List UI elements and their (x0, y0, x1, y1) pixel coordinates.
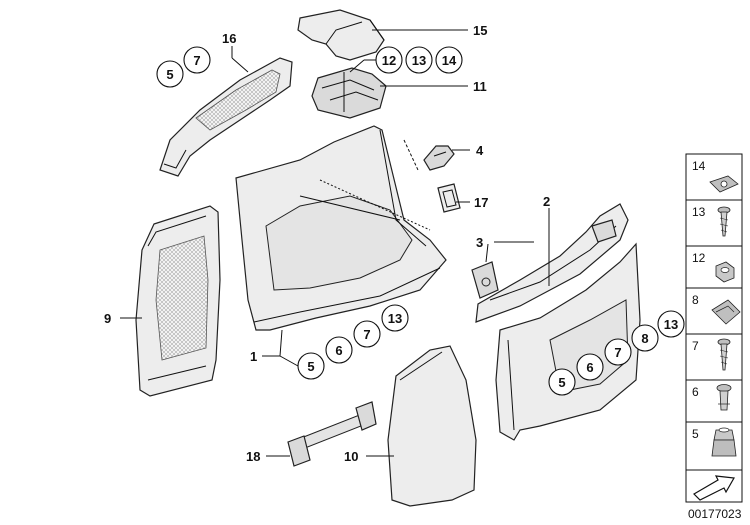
part-2-trim-strip (475, 203, 629, 323)
legend-label: 13 (692, 205, 706, 219)
hex-nut-icon (715, 261, 735, 283)
clip-nut-icon (709, 175, 739, 193)
legend-label: 6 (692, 385, 699, 399)
callout-circle (548, 368, 576, 396)
part-18-strap (287, 401, 377, 467)
callout-15: 15 (473, 23, 487, 38)
part-2-lower-panel (495, 242, 641, 441)
callout-circle (405, 46, 433, 74)
callout-11: 11 (473, 79, 487, 94)
callout-circle (576, 353, 604, 381)
part-3-clip (471, 261, 499, 299)
part-9-frame (135, 205, 221, 397)
part-15-cover (297, 9, 385, 61)
part-11-bracket (311, 67, 387, 119)
callout-18: 18 (246, 449, 260, 464)
part-1-side-panel (235, 125, 447, 331)
callout-circle (381, 304, 409, 332)
callout-circle (325, 336, 353, 364)
callout-16: 16 (222, 31, 236, 46)
spring-nut-icon (711, 299, 741, 325)
fastener-legend: 14 13 12 8 7 (685, 153, 743, 521)
circle-group-part2: 5 6 7 8 13 (548, 310, 685, 396)
callout-circle-label: 7 (614, 345, 621, 360)
legend-label: 12 (692, 251, 706, 265)
legend-label: 5 (692, 427, 699, 441)
part-16-upper-trim (159, 57, 293, 177)
callout-circle-label: 7 (193, 53, 200, 68)
callout-4: 4 (476, 143, 484, 158)
callout-circle-label: 5 (307, 359, 314, 374)
legend-label: 7 (692, 339, 699, 353)
callout-3: 3 (476, 235, 483, 250)
legend-box (685, 333, 743, 381)
callout-9: 9 (104, 311, 111, 326)
legend-label: 14 (692, 159, 706, 173)
callout-17: 17 (474, 195, 488, 210)
legend-label: 8 (692, 293, 699, 307)
callout-circle (183, 46, 211, 74)
callout-circle-label: 14 (442, 53, 457, 68)
legend-box (685, 379, 743, 423)
self-tapping-screw-icon (717, 206, 731, 237)
callout-circle (435, 46, 463, 74)
callout-circle (657, 310, 685, 338)
callout-10: 10 (344, 449, 358, 464)
callout-circle-label: 7 (363, 327, 370, 342)
screw-icon (717, 338, 731, 371)
callout-circle (375, 46, 403, 74)
circle-group-part1: 5 6 7 13 (297, 304, 409, 380)
legend-box (685, 199, 743, 247)
callout-circle-label: 13 (388, 311, 402, 326)
expanding-rivet-icon (716, 384, 732, 411)
callout-circle (353, 320, 381, 348)
callout-circle-label: 8 (641, 331, 648, 346)
callout-circle-label: 5 (558, 375, 565, 390)
rivet-nut-icon (711, 427, 737, 457)
callout-circle (156, 60, 184, 88)
callout-circle-label: 13 (664, 317, 678, 332)
callout-circle-label: 12 (382, 53, 396, 68)
callout-circle-label: 6 (335, 343, 342, 358)
arrow-icon (693, 475, 735, 501)
callout-circle (604, 338, 632, 366)
callout-circle-label: 6 (586, 360, 593, 375)
circle-group-part16: 5 7 (156, 46, 211, 88)
callout-circle-label: 13 (412, 53, 426, 68)
callout-circle (631, 324, 659, 352)
diagram-id: 00177023 (688, 507, 742, 521)
legend-box (685, 153, 743, 201)
part-17-pad (437, 183, 461, 213)
part-10-panel (387, 345, 477, 507)
callout-circle-label: 5 (166, 67, 173, 82)
callout-1: 1 (250, 349, 257, 364)
callout-circle (297, 352, 325, 380)
part-4-clip (423, 145, 455, 171)
circle-group-part11: 12 13 14 (375, 46, 463, 74)
callout-2: 2 (543, 194, 550, 209)
